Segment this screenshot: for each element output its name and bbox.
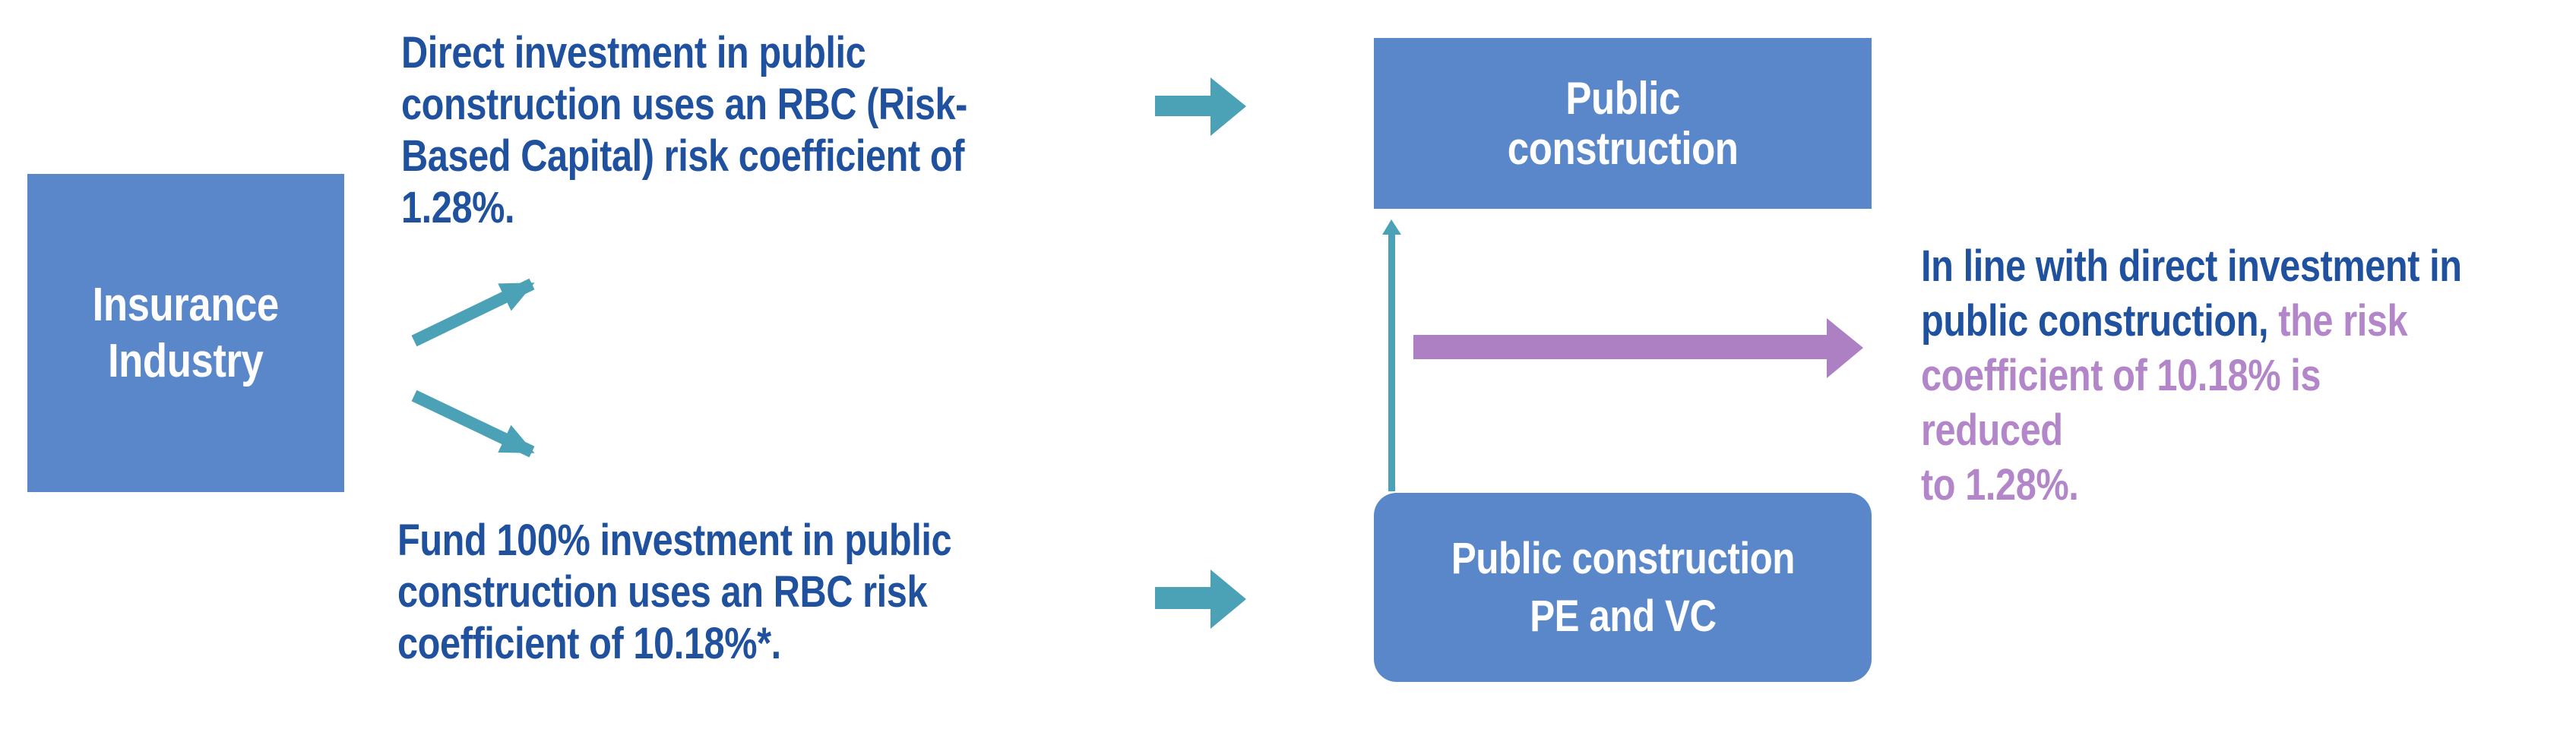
public-construction-box: Public construction xyxy=(1374,38,1872,209)
insurance-industry-box: Insurance Industry xyxy=(27,174,344,492)
vertical-arrow-up-icon xyxy=(1382,219,1401,491)
note-segment: the risk coefficient of 10.18% is reduce… xyxy=(1921,296,2408,510)
block-arrow-top-icon xyxy=(1155,77,1246,136)
block-arrow-bottom-icon xyxy=(1155,570,1246,629)
diagonal-arrow-down-icon xyxy=(411,390,535,458)
diagonal-arrow-up-icon xyxy=(411,278,535,347)
public-construction-pe-vc-box: Public construction PE and VC xyxy=(1374,493,1872,682)
fund-investment-note: Fund 100% investment in public construct… xyxy=(397,516,952,668)
risk-reduction-note: In line with direct investment in public… xyxy=(1921,239,2471,513)
public-construction-label: Public construction xyxy=(1507,72,1739,174)
insurance-industry-label: Insurance Industry xyxy=(92,278,280,387)
horizontal-arrow-right-icon xyxy=(1413,318,1863,378)
public-construction-pe-vc-label: Public construction PE and VC xyxy=(1451,533,1795,641)
note-segment: In line with direct investment in public… xyxy=(1921,241,2462,346)
direct-investment-note: Direct investment in public construction… xyxy=(401,28,967,232)
